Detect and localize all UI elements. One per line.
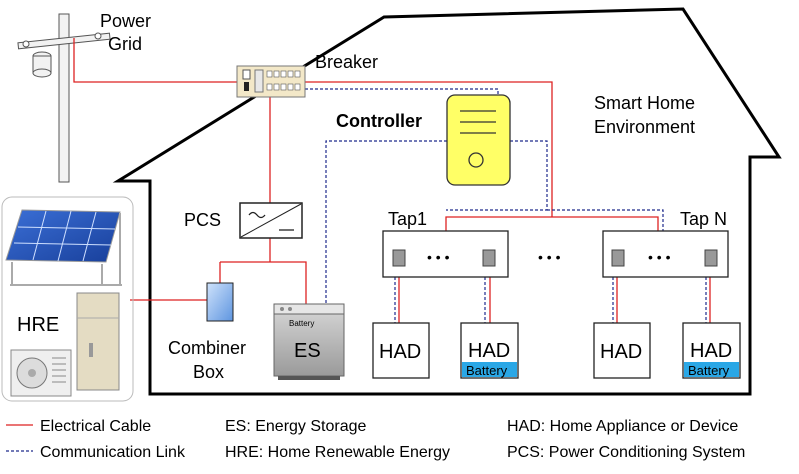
- storage-cabinet-icon: [76, 292, 120, 391]
- hre-label: HRE: [17, 314, 59, 336]
- had-4: [682, 322, 741, 379]
- es-battery-label: Battery: [289, 319, 314, 328]
- smart-home-label-line1: Smart Home: [594, 93, 695, 113]
- power-grid-label-line2: Grid: [108, 34, 142, 54]
- hre-group-box: [1, 196, 134, 402]
- legend: Electrical Cable Communication Link ES: …: [6, 418, 745, 461]
- pcs-label: PCS: [184, 210, 221, 230]
- tap-1-label: Tap1: [388, 209, 427, 229]
- combiner-label-line2: Box: [193, 362, 224, 382]
- tap-n-label: Tap N: [680, 209, 727, 229]
- had-2: [460, 322, 519, 379]
- tap-n: [602, 230, 729, 278]
- had-4-battery-label: Battery: [688, 363, 730, 378]
- legend-had-definition: HAD: Home Appliance or Device: [507, 418, 738, 435]
- had-3: [593, 322, 651, 379]
- had-4-label: HAD: [690, 340, 732, 362]
- had-4-battery: [684, 362, 739, 377]
- utility-pole: [17, 13, 111, 183]
- legend-electrical-label: Electrical Cable: [40, 418, 151, 435]
- smart-home-label-line2: Environment: [594, 117, 695, 137]
- es-label: ES: [294, 340, 321, 362]
- had-2-battery: [462, 362, 517, 377]
- had-1-label: HAD: [379, 341, 421, 363]
- house-outline: [112, 7, 782, 396]
- had-3-label: HAD: [600, 341, 642, 363]
- had-2-label: HAD: [468, 340, 510, 362]
- controller-label: Controller: [336, 111, 422, 131]
- tap-1-ellipsis: • • •: [427, 249, 450, 265]
- legend-communication-label: Communication Link: [40, 444, 186, 461]
- solar-panel-icon: [5, 209, 122, 286]
- tap-1: [382, 230, 509, 278]
- legend-es-definition: ES: Energy Storage: [225, 418, 367, 435]
- had-2-battery-label: Battery: [466, 363, 508, 378]
- combiner-box: [206, 282, 234, 322]
- had-1: [372, 322, 430, 379]
- power-grid-label-line1: Power: [100, 11, 151, 31]
- legend-hre-definition: HRE: Home Renewable Energy: [225, 444, 450, 461]
- controller-device: [446, 94, 511, 186]
- breaker-panel: [236, 65, 306, 98]
- energy-storage-device: [273, 303, 345, 380]
- tap-n-ellipsis: • • •: [648, 249, 671, 265]
- taps-ellipsis: • • •: [538, 249, 561, 265]
- breaker-label: Breaker: [315, 52, 378, 72]
- legend-pcs-definition: PCS: Power Conditioning System: [507, 444, 745, 461]
- pcs-device: [239, 202, 303, 239]
- combiner-label-line1: Combiner: [168, 338, 246, 358]
- electrical-cables: [73, 38, 711, 323]
- communication-links: [305, 88, 707, 323]
- outdoor-unit-icon: [10, 349, 72, 397]
